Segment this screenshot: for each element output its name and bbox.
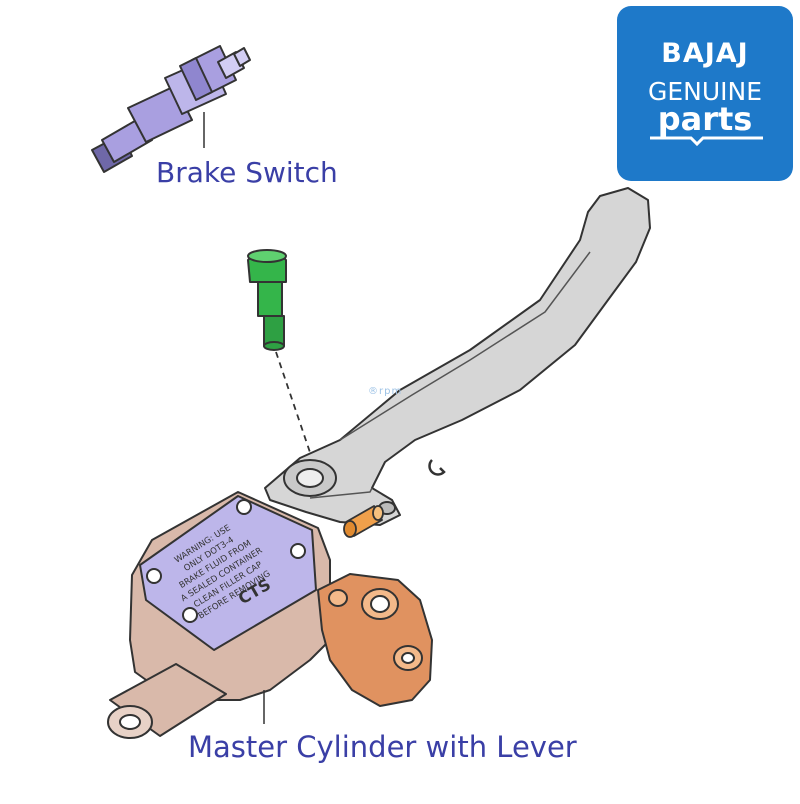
logo-genuine-text: GENUINE [647, 77, 763, 106]
logo-parts-text: parts [657, 100, 753, 138]
brake-switch-icon [91, 45, 251, 173]
brake-lever-icon [264, 187, 651, 526]
reservoir-cap-text: WARNING: USE ONLY DOT3-4 BRAKE FLUID FRO… [173, 523, 273, 621]
watermark-text: ®rpm [368, 386, 403, 397]
master-cylinder-label: Master Cylinder with Lever [188, 730, 577, 764]
master-cylinder-icon [107, 491, 433, 739]
pivot-bolt-icon [247, 249, 287, 351]
logo-underline-icon [650, 136, 763, 147]
bajaj-genuine-parts-logo: BAJAJ GENUINE parts [617, 6, 793, 181]
pushrod-pin-icon [343, 505, 384, 538]
e-clip-icon [428, 459, 446, 476]
logo-brand-text: BAJAJ [661, 38, 749, 69]
brake-switch-label: Brake Switch [156, 156, 338, 189]
